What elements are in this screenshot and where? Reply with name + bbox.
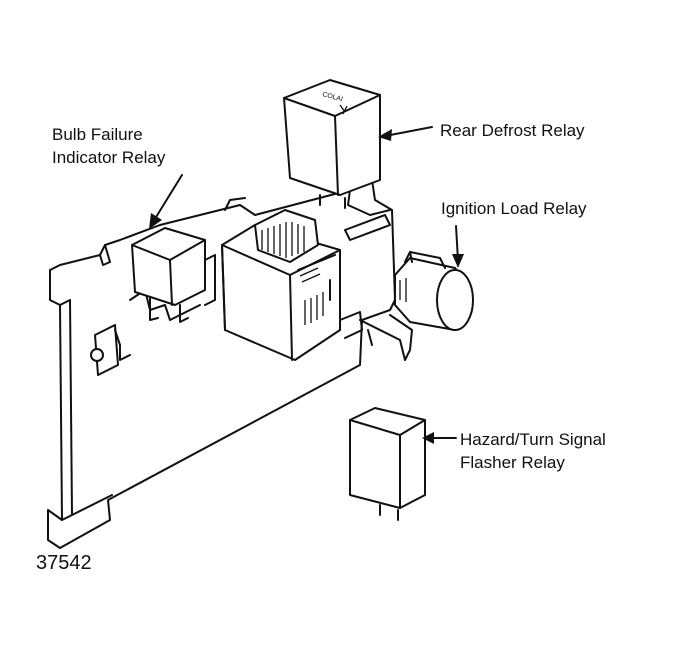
rear-defrost-relay: COLAI bbox=[283, 79, 381, 209]
arrow-hazard-flasher bbox=[422, 432, 457, 444]
arrow-bulb-failure bbox=[149, 174, 183, 229]
label-ignition-load-text: Ignition Load Relay bbox=[441, 199, 587, 218]
label-hazard-line2: Flasher Relay bbox=[460, 453, 565, 472]
label-hazard-line1: Hazard/Turn Signal bbox=[460, 430, 606, 449]
hazard-flasher-relay bbox=[349, 407, 426, 521]
label-rear-defrost-relay: Rear Defrost Relay bbox=[440, 119, 585, 142]
label-rear-defrost-text: Rear Defrost Relay bbox=[440, 121, 585, 140]
label-bulb-failure-relay: Bulb Failure Indicator Relay bbox=[52, 123, 165, 169]
figure-number: 37542 bbox=[36, 552, 92, 574]
arrow-ignition-load bbox=[452, 225, 464, 268]
bulb-failure-relay bbox=[131, 227, 216, 323]
label-ignition-load-relay: Ignition Load Relay bbox=[441, 197, 587, 220]
label-hazard-flasher-relay: Hazard/Turn Signal Flasher Relay bbox=[460, 428, 606, 474]
arrow-rear-defrost bbox=[378, 126, 433, 141]
ignition-load-relay bbox=[394, 251, 474, 331]
label-bulb-failure-line2: Indicator Relay bbox=[52, 148, 166, 167]
connector-block bbox=[221, 209, 341, 361]
label-bulb-failure-line1: Bulb Failure bbox=[52, 125, 143, 144]
